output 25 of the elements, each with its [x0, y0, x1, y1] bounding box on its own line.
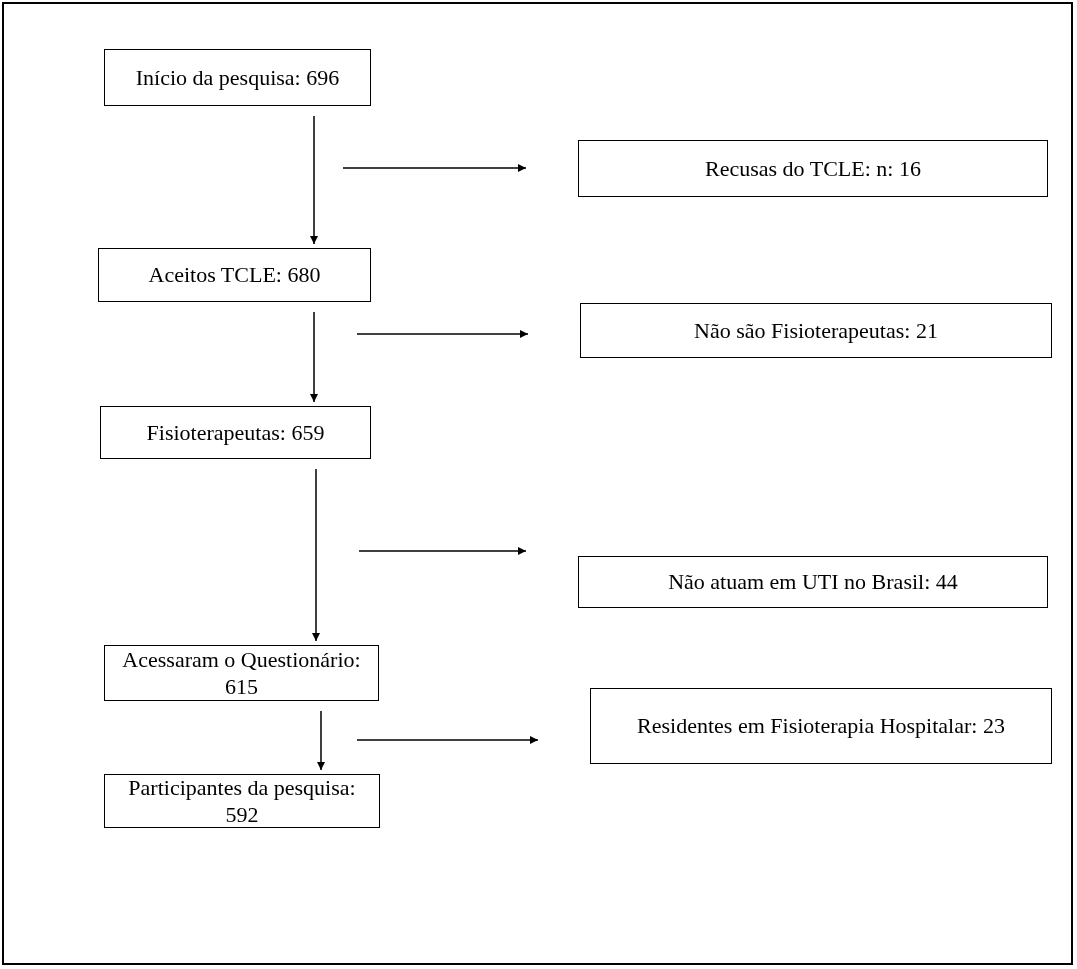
process-box [578, 556, 1048, 608]
arrow [317, 710, 325, 771]
process-box [100, 406, 371, 459]
arrow [310, 115, 318, 245]
arrow [312, 468, 320, 642]
process-box [580, 303, 1052, 358]
process-box [104, 49, 371, 106]
box-label: Não atuam em UTI no Brasil: 44 [668, 568, 958, 596]
box-label: Aceitos TCLE: 680 [148, 261, 321, 289]
process-box [578, 140, 1048, 197]
process-box [590, 688, 1052, 764]
box-label: Não são Fisioterapeutas: 21 [694, 316, 938, 345]
box-label: Recusas do TCLE: n: 16 [705, 154, 921, 183]
box-label: Residentes em Fisioterapia Hospitalar: 23 [637, 712, 1005, 740]
process-box [98, 248, 371, 302]
box-label: Fisioterapeutas: 659 [146, 418, 325, 447]
process-box [104, 774, 380, 828]
arrow [342, 164, 527, 172]
box-label: Acessaram o Questionário: 615 [121, 645, 362, 701]
box-label: Participantes da pesquisa: 592 [127, 773, 357, 829]
arrow [356, 736, 539, 744]
box-label: Início da pesquisa: 696 [135, 63, 340, 92]
arrow [310, 311, 318, 403]
arrow [358, 547, 527, 555]
arrow [356, 330, 529, 338]
